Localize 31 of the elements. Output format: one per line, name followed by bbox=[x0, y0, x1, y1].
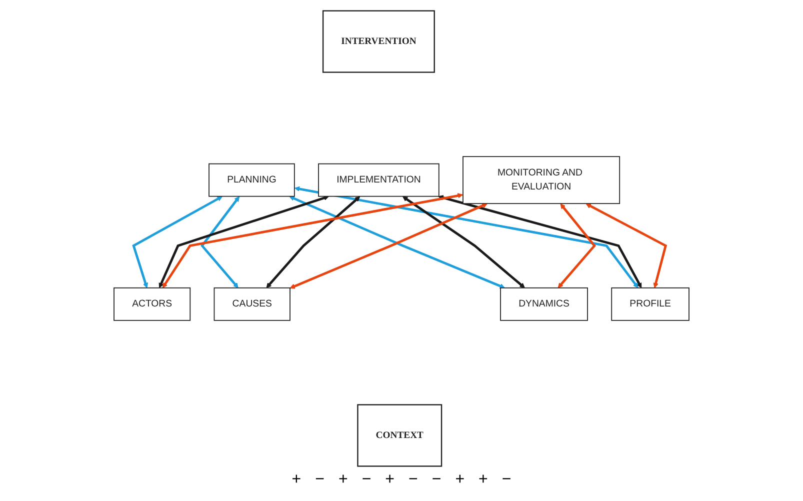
arrow bbox=[266, 196, 360, 288]
sign-label: + bbox=[455, 471, 465, 490]
arrow bbox=[290, 203, 488, 289]
sign-label: − bbox=[408, 471, 418, 490]
node-box: CONTEXT bbox=[357, 404, 442, 467]
node-box: MONITORING AND EVALUATION bbox=[462, 156, 620, 204]
sign-label: + bbox=[478, 471, 488, 490]
arrow bbox=[162, 193, 463, 288]
sign-label: − bbox=[502, 471, 512, 490]
node-box: INTERVENTION bbox=[322, 10, 435, 73]
sign-label: − bbox=[432, 471, 442, 490]
arrow bbox=[289, 196, 505, 289]
node-box: CAUSES bbox=[214, 287, 290, 321]
arrow bbox=[402, 196, 525, 288]
arrow bbox=[294, 186, 638, 288]
node-box: PROFILE bbox=[611, 287, 690, 321]
arrow bbox=[200, 196, 240, 288]
sign-label: − bbox=[315, 471, 324, 490]
sign-label: + bbox=[338, 471, 348, 490]
arrow bbox=[438, 195, 642, 288]
sign-label: + bbox=[292, 471, 302, 490]
sign-label: + bbox=[385, 471, 394, 490]
node-box: PLANNING bbox=[208, 163, 295, 197]
arrow bbox=[558, 204, 596, 288]
node-box: IMPLEMENTATION bbox=[318, 163, 440, 197]
arrow bbox=[158, 195, 329, 288]
node-box: DYNAMICS bbox=[500, 287, 588, 321]
arrow bbox=[132, 196, 222, 288]
arrow bbox=[586, 203, 668, 288]
node-box: ACTORS bbox=[114, 287, 191, 321]
sign-label: − bbox=[362, 471, 372, 490]
